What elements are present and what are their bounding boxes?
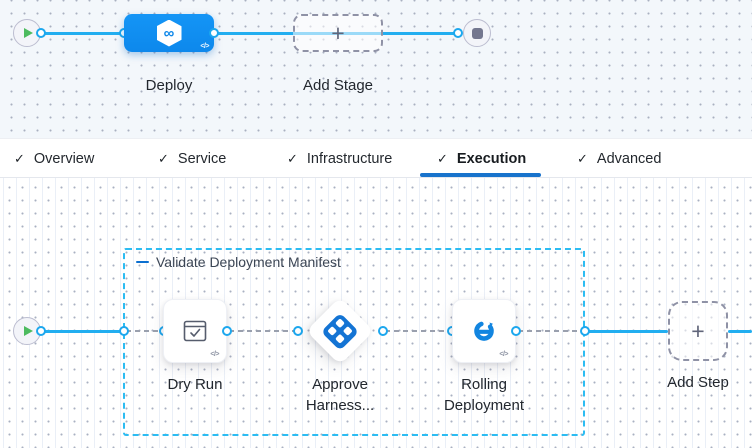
tab-infrastructure[interactable]: ✓ Infrastructure bbox=[287, 139, 392, 178]
stop-icon bbox=[471, 27, 483, 39]
plus-icon: + bbox=[331, 19, 345, 46]
tab-label: Advanced bbox=[596, 150, 662, 167]
tab-label: Overview bbox=[33, 150, 95, 167]
link-point[interactable] bbox=[36, 28, 46, 38]
step-label: Rolling Deployment bbox=[443, 376, 525, 414]
exec-connector-line bbox=[585, 329, 668, 333]
check-icon: ✓ bbox=[437, 150, 448, 166]
tab-label: Infrastructure bbox=[306, 150, 393, 167]
tab-label: Service bbox=[177, 150, 227, 167]
add-stage-label: Add Stage bbox=[302, 77, 374, 94]
yaml-code-icon: </> bbox=[210, 351, 219, 358]
step-label: Dry Run bbox=[167, 376, 223, 393]
deploy-stage-icon: ∞ bbox=[156, 19, 182, 47]
stage-config-tabs: ✓ Overview ✓ Service ✓ Infrastructure ✓ … bbox=[0, 138, 752, 178]
exec-dashed-line bbox=[229, 330, 296, 332]
stage-connector-line bbox=[27, 31, 459, 35]
play-icon bbox=[24, 28, 33, 38]
add-stage-button[interactable]: + bbox=[293, 14, 383, 52]
rolling-deployment-icon bbox=[474, 321, 494, 341]
link-point[interactable] bbox=[209, 28, 219, 38]
add-step-label: Add Step bbox=[667, 374, 729, 391]
step-group-label: Validate Deployment Manifest bbox=[156, 254, 341, 270]
dry-run-icon bbox=[183, 320, 207, 342]
tab-overview[interactable]: ✓ Overview bbox=[14, 139, 94, 178]
step-group-header: Validate Deployment Manifest bbox=[136, 254, 341, 270]
link-point[interactable] bbox=[36, 326, 46, 336]
harness-approval-icon bbox=[320, 311, 360, 351]
link-point[interactable] bbox=[580, 326, 590, 336]
tab-label: Execution bbox=[456, 150, 527, 167]
tab-advanced[interactable]: ✓ Advanced bbox=[577, 139, 661, 178]
yaml-code-icon: </> bbox=[200, 43, 209, 50]
play-icon bbox=[24, 326, 33, 336]
active-tab-indicator bbox=[420, 173, 541, 177]
plus-icon: + bbox=[691, 317, 705, 344]
tab-service[interactable]: ✓ Service bbox=[158, 139, 226, 178]
execution-graph-canvas[interactable]: Validate Deployment Manifest </> Dry Run bbox=[0, 178, 752, 448]
link-point[interactable] bbox=[293, 326, 303, 336]
exec-connector-line bbox=[27, 329, 124, 333]
pipeline-end-node bbox=[463, 19, 491, 47]
step-card-dry-run[interactable]: </> bbox=[163, 299, 227, 363]
yaml-code-icon: </> bbox=[499, 351, 508, 358]
link-point[interactable] bbox=[453, 28, 463, 38]
step-group-container[interactable] bbox=[123, 248, 585, 436]
check-icon: ✓ bbox=[287, 150, 298, 166]
link-point[interactable] bbox=[222, 326, 232, 336]
step-card-rolling-deployment[interactable]: </> bbox=[452, 299, 516, 363]
stage-label: Deploy bbox=[145, 77, 193, 94]
collapse-icon[interactable] bbox=[136, 260, 149, 264]
stage-card-deploy[interactable]: ∞ </> bbox=[124, 14, 214, 52]
stage-graph-canvas[interactable]: ∞ </> Deploy + Add Stage bbox=[0, 0, 752, 138]
add-step-button[interactable]: + bbox=[668, 301, 728, 361]
exec-dashed-line bbox=[385, 330, 450, 332]
link-point[interactable] bbox=[378, 326, 388, 336]
link-point[interactable] bbox=[511, 326, 521, 336]
exec-dashed-line bbox=[126, 330, 162, 332]
check-icon: ✓ bbox=[14, 150, 25, 166]
exec-connector-line bbox=[728, 329, 752, 333]
exec-dashed-line bbox=[518, 330, 583, 332]
check-icon: ✓ bbox=[577, 150, 588, 166]
check-icon: ✓ bbox=[158, 150, 169, 166]
step-label: Approve Harness... bbox=[305, 376, 375, 414]
tab-execution[interactable]: ✓ Execution bbox=[437, 139, 526, 178]
link-point[interactable] bbox=[119, 326, 129, 336]
